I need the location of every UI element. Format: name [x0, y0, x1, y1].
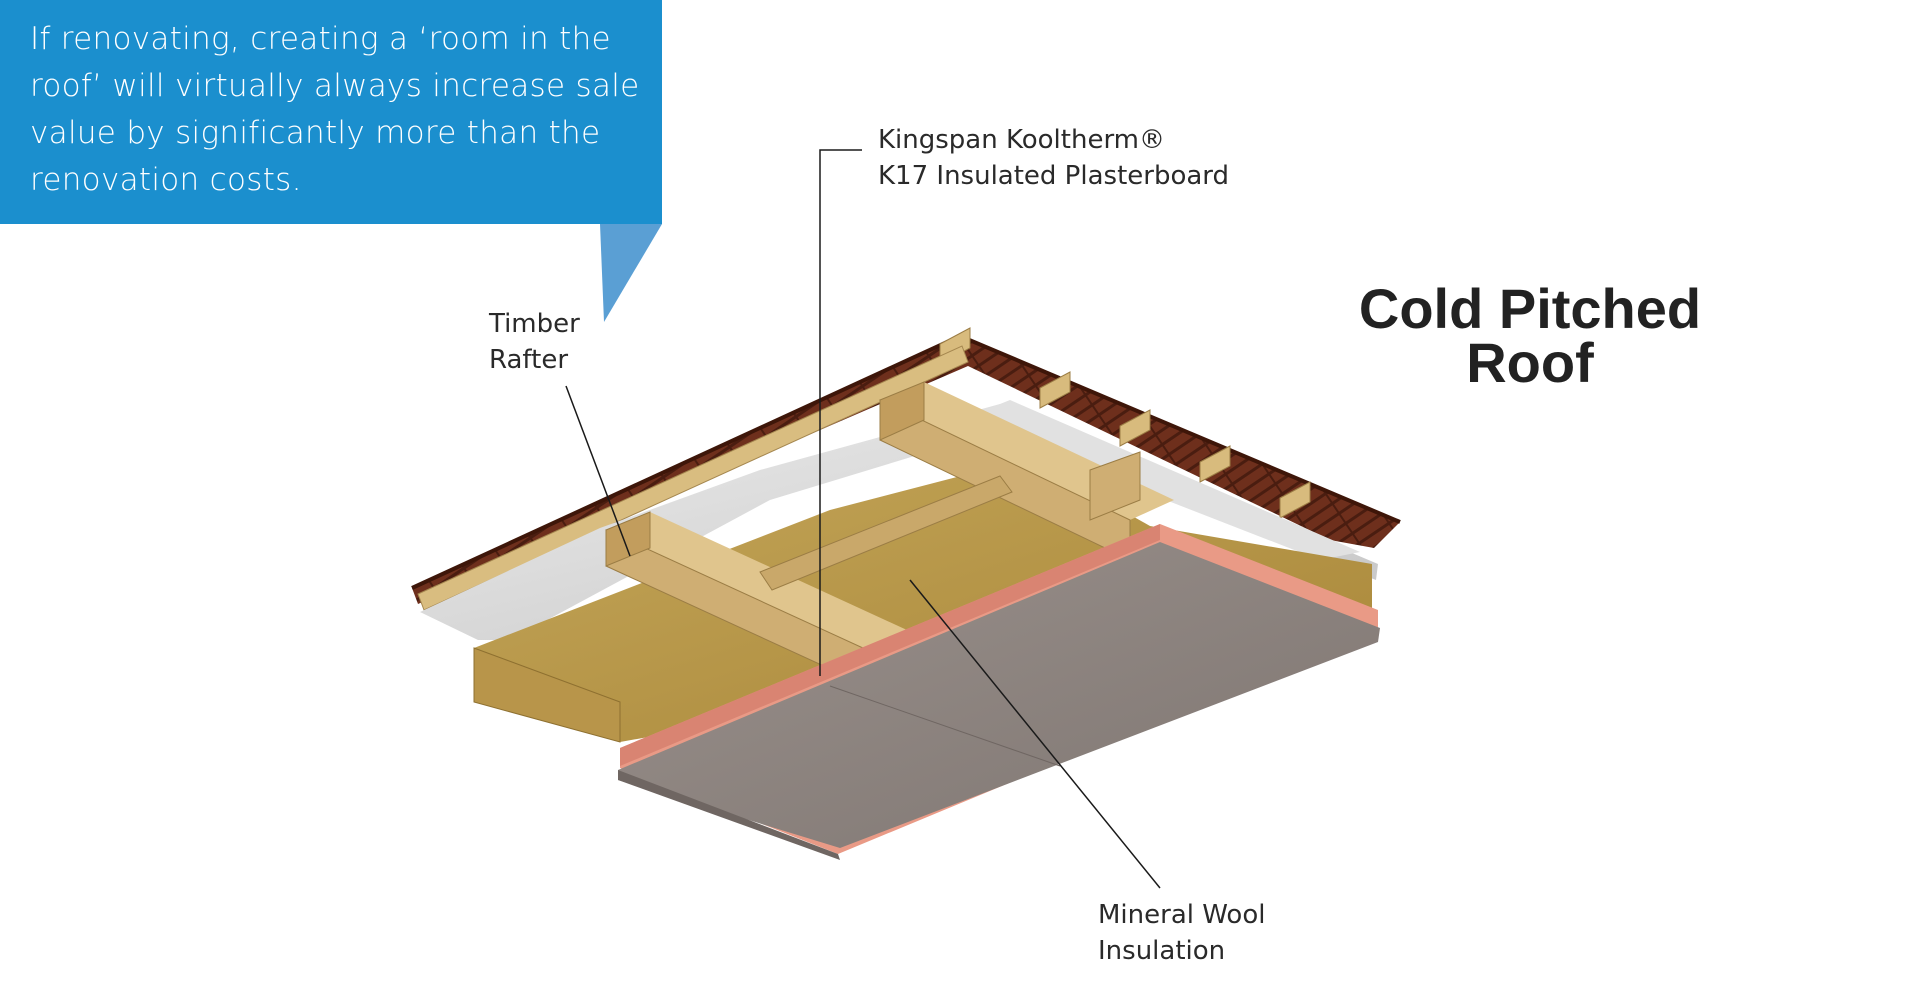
label-line: Kingspan Kooltherm® [878, 125, 1166, 155]
callout-text-line: roof’ will virtually always increase sal… [30, 68, 640, 104]
leader-k17 [819, 149, 862, 676]
label-line: Timber [489, 309, 580, 339]
label-line: Mineral Wool [1098, 900, 1266, 930]
label-timber-rafter: Timber Rafter [489, 306, 580, 378]
label-line: Insulation [1098, 936, 1226, 966]
leader-timber [565, 385, 631, 557]
title-line: Roof [1466, 331, 1594, 394]
timber-rafter-left-top [606, 512, 920, 654]
timber-rafter-left-end [605, 511, 651, 567]
plasterboard-bottom [618, 770, 840, 860]
mineral-wool-top [474, 458, 1372, 742]
counter-batten [417, 345, 969, 611]
leader-wool [909, 579, 1161, 889]
callout-text-line: renovation costs. [30, 162, 302, 198]
label-line: K17 Insulated Plasterboard [878, 161, 1230, 191]
breather-membrane-rear [960, 400, 1360, 560]
mineral-wool-front [473, 647, 621, 743]
label-mineral-wool: Mineral Wool Insulation [1098, 897, 1265, 969]
page-title: Cold Pitched Roof [1300, 277, 1760, 394]
callout-text-line: If renovating, creating a ‘room in the [30, 21, 611, 57]
timber-joist-front [759, 475, 1013, 591]
callout-text-line: value by significantly more than the [30, 115, 601, 151]
timber-joist-right [1089, 451, 1141, 521]
callout-text: If renovating, creating a ‘room in the r… [30, 16, 650, 204]
label-line: Rafter [489, 345, 569, 375]
callout-box [0, 0, 662, 224]
board-joint [829, 685, 1061, 767]
plasterboard [618, 542, 1380, 848]
callout-tail [600, 224, 662, 322]
title-line: Cold Pitched [1358, 277, 1702, 340]
label-k17-plasterboard: Kingspan Kooltherm® K17 Insulated Plaste… [878, 122, 1229, 194]
pir-insulation-front [620, 524, 1160, 766]
timber-rafter-right-end [879, 381, 925, 441]
